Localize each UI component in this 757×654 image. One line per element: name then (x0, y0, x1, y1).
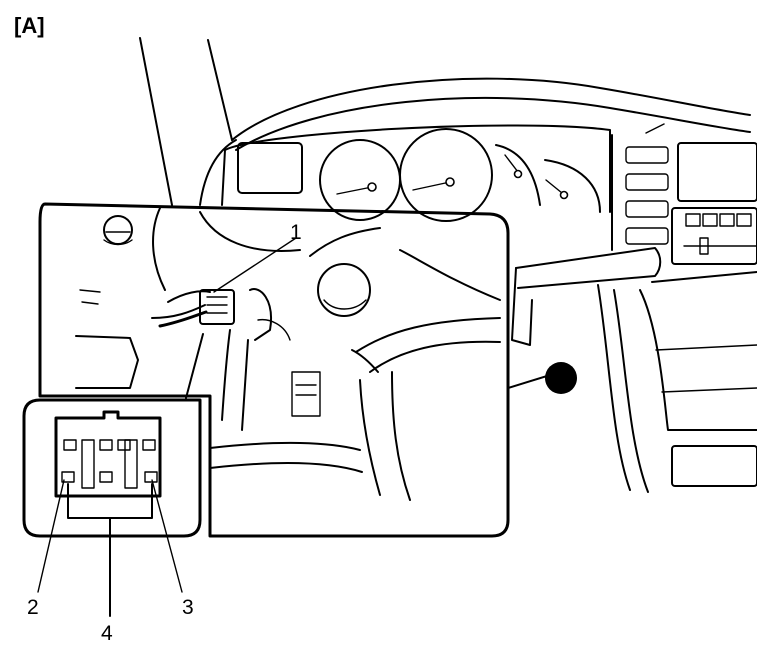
column-tube (309, 227, 381, 257)
dash-lower-edge (651, 271, 757, 283)
console-button-2 (625, 173, 669, 191)
connector-body (54, 410, 162, 498)
panel-rib-2 (241, 339, 249, 431)
gauge-3-needle (504, 154, 519, 173)
wiring-loom-7 (209, 462, 363, 473)
center-display (677, 142, 757, 202)
callout-4: 4 (101, 622, 113, 645)
leader-line-3 (151, 479, 183, 593)
stalk-base (511, 267, 533, 346)
gauge-4-needle (545, 179, 563, 194)
terminal-top-4 (142, 439, 156, 451)
relay-block (291, 371, 321, 417)
column-shroud-edge (152, 207, 166, 291)
wiring-loom-3 (369, 340, 501, 373)
location-marker-dot (545, 362, 577, 394)
dash-left-edge (199, 139, 237, 206)
callout-2: 2 (27, 596, 39, 619)
center-stack-left-inner (613, 289, 649, 493)
callout-1: 1 (290, 221, 302, 244)
leader-line-1 (213, 237, 297, 293)
gauge-1-needle (336, 186, 373, 195)
gauge-2 (399, 128, 493, 222)
harness-cable-3 (158, 310, 208, 328)
terminal-top-3 (117, 439, 131, 451)
wiring-loom-1 (399, 249, 501, 301)
gauge-2-needle (412, 181, 451, 191)
detail-inset (38, 202, 510, 538)
wiring-loom-6 (209, 441, 361, 451)
inset-frame (38, 202, 510, 538)
leader-line-2 (37, 479, 65, 593)
cluster-display-left (237, 142, 303, 194)
harness-cable-2 (151, 304, 206, 319)
connector-zoom (22, 398, 202, 617)
wiring-loom-5 (391, 371, 411, 501)
wiring-loom-2 (355, 317, 501, 353)
console-button-1 (625, 146, 669, 164)
gauge-1 (319, 139, 401, 221)
gauge-3-arc (495, 144, 541, 206)
callout-3: 3 (182, 596, 194, 619)
figure-label: [A] (14, 13, 45, 38)
dashboard-background (139, 37, 757, 493)
dash-top-curve (231, 77, 751, 141)
ignition-knob (317, 263, 371, 317)
terminal-3 (144, 471, 158, 483)
steering-line-left (139, 37, 173, 206)
terminal-top-2 (99, 439, 113, 451)
wiper-stalk (515, 247, 662, 289)
dash-top-curve-inner (235, 96, 751, 151)
radio-panel (671, 207, 757, 265)
zoom-connector (185, 333, 204, 399)
panel-rib-1 (221, 329, 231, 421)
center-stack-left (597, 284, 631, 491)
inset-bracket (249, 288, 272, 341)
harness-cable-1 (167, 290, 211, 303)
column-shroud-lower (199, 211, 301, 252)
console-vent-line (645, 123, 665, 134)
glovebox-top (639, 289, 757, 431)
terminal-slot-1 (81, 439, 95, 489)
diagnosis-coupler (199, 289, 235, 325)
terminal-2 (61, 471, 75, 483)
terminal-top-1 (63, 439, 77, 451)
steering-line-right (207, 39, 233, 141)
lower-panel (75, 335, 139, 389)
cluster-housing (221, 124, 611, 213)
console-button-4 (625, 227, 669, 245)
screw-head (103, 215, 133, 245)
terminal-bridge (67, 483, 153, 519)
zoom-frame (22, 398, 202, 538)
wiring-loom-4 (359, 379, 381, 496)
terminal-slot-2 (124, 439, 138, 489)
console-button-3 (625, 200, 669, 218)
lower-compartment (671, 445, 757, 487)
gauge-4-arc (544, 159, 601, 213)
terminal-bottom-mid (99, 471, 113, 483)
